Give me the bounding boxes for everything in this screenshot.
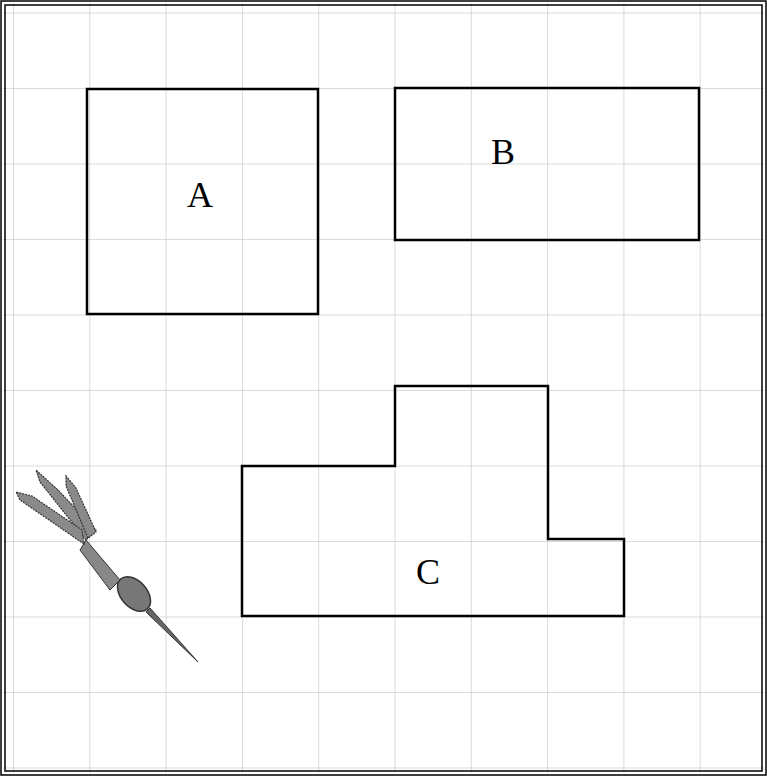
rectangle-region: B: [395, 88, 699, 240]
region-border: [242, 386, 624, 616]
square-region: A: [87, 89, 318, 314]
dart-illustration: [16, 470, 198, 662]
region-outline: [395, 88, 699, 240]
polygon-region: C: [242, 386, 624, 616]
region-label: C: [416, 554, 440, 590]
region-border: [395, 88, 699, 240]
region-label: B: [491, 134, 515, 170]
grid-lines: [3, 3, 764, 773]
region-label: A: [187, 177, 213, 213]
inner-border: [5, 5, 762, 771]
region-border: [87, 89, 318, 314]
